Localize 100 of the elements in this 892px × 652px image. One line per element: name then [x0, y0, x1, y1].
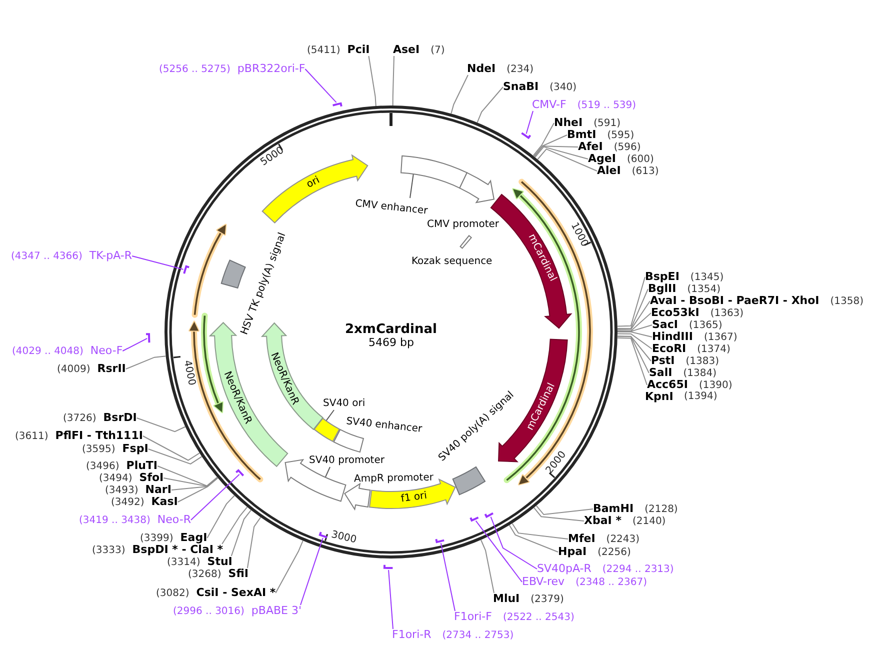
leader-line	[163, 477, 218, 487]
enzyme-name: BglII	[648, 283, 676, 295]
enzyme-name: BmtI	[567, 129, 596, 141]
leader-line	[326, 410, 334, 422]
feature-label: CMV promoter	[427, 219, 500, 231]
enzyme-name: SalI	[649, 367, 672, 379]
cut-position: (4009)	[57, 364, 90, 376]
leader-line	[230, 510, 252, 556]
leader-line	[617, 331, 652, 338]
enzyme-name: SacI	[652, 319, 678, 331]
cut-position: (1394)	[684, 391, 718, 403]
cut-position: (3611)	[15, 431, 48, 443]
enzyme-name: XbaI *	[584, 515, 622, 527]
leader-line	[440, 542, 456, 612]
leader-line	[616, 288, 648, 330]
primer-name: Neo-R	[157, 514, 191, 526]
enzyme-name: KasI	[151, 496, 178, 508]
primer-name: TK-pA-R	[89, 250, 132, 262]
enzyme-name: RsrII	[97, 363, 126, 375]
enzyme-name: MfeI	[568, 533, 596, 545]
enzyme-name: AfeI	[578, 141, 603, 153]
cut-position: (1383)	[686, 356, 720, 368]
enzyme-name: Eco53kI	[651, 307, 700, 319]
enzyme-name: BsrDI	[103, 412, 137, 424]
primer-position: (2348 .. 2367)	[576, 577, 647, 589]
enzyme-name: SfiI	[228, 568, 248, 580]
feature-label: AmpR promoter	[353, 472, 434, 486]
cut-position: (1354)	[687, 284, 720, 296]
scale-number: 3000	[330, 528, 358, 546]
leader-line	[300, 538, 324, 606]
leader-line	[490, 516, 538, 570]
cut-position: (1367)	[704, 332, 738, 344]
cut-position: (340)	[550, 82, 577, 94]
leader-line	[616, 336, 650, 374]
feature-label: ori	[305, 174, 322, 192]
feature-label: SV40 ori	[323, 398, 366, 410]
enzyme-name: StuI	[207, 556, 232, 568]
cut-position: (595)	[607, 130, 634, 142]
scale-number: 1000	[567, 220, 590, 249]
feature-label: f1 ori	[400, 490, 428, 506]
leader-line	[388, 570, 394, 630]
cut-position: (3399)	[140, 533, 174, 544]
enzyme-name: FspI	[122, 443, 148, 455]
leader-line	[222, 506, 248, 544]
leader-line	[410, 174, 414, 198]
primer-position: (2294 .. 2313)	[602, 564, 674, 576]
cut-position: (3333)	[92, 545, 126, 557]
cut-position: (2379)	[530, 594, 564, 606]
enzyme-name: CsiI - SexAI *	[196, 587, 276, 599]
leader-line	[304, 68, 337, 103]
cut-position: (1384)	[683, 368, 716, 380]
cut-position: (2140)	[632, 516, 666, 528]
enzyme-name: AvaI - BsoBI - PaeR7I - XhoI	[650, 295, 820, 307]
cut-position: (2243)	[606, 534, 640, 546]
leader-line	[190, 474, 240, 520]
leader-line	[125, 356, 166, 370]
cut-position: (3595)	[82, 444, 116, 456]
cut-position: (1358)	[830, 296, 864, 308]
enzyme-name: PciI	[347, 44, 370, 56]
leader-line	[616, 276, 646, 327]
cut-position: (2128)	[644, 504, 678, 516]
enzyme-name: NheI	[554, 117, 583, 129]
cut-position: (3492)	[111, 497, 144, 509]
scale-number: 4000	[180, 360, 197, 387]
primer-position: (5256 .. 5275)	[159, 64, 230, 76]
cut-position: (3496)	[86, 461, 120, 473]
primer-name: pBR322ori-F	[237, 63, 306, 75]
cut-position: (1365)	[688, 320, 722, 332]
enzyme-name: MluI	[493, 593, 520, 605]
enzyme-name: SnaBI	[503, 81, 539, 93]
enzyme-name: HpaI	[558, 546, 587, 558]
primer-position: (519 .. 539)	[577, 100, 636, 112]
primer-name: F1ori-F	[454, 611, 492, 623]
enzyme-name: BamHI	[593, 503, 634, 515]
leader-line	[170, 477, 218, 490]
enzyme-name: PluTI	[126, 460, 158, 472]
primer-name: EBV-rev	[522, 576, 565, 588]
leader-line	[148, 448, 202, 464]
cut-position: (1374)	[697, 344, 730, 356]
leader-line	[246, 516, 262, 568]
leader-line	[534, 146, 588, 160]
leader-line	[324, 466, 330, 478]
primer-name: CMV-F	[532, 99, 566, 111]
enzyme-name: EagI	[180, 532, 208, 544]
cut-position: (600)	[626, 154, 654, 166]
cut-position: (3082)	[156, 588, 190, 600]
leader-line	[526, 110, 534, 134]
leader-line	[533, 507, 584, 522]
enzyme-name: AgeI	[588, 153, 616, 165]
leader-line	[206, 495, 235, 538]
leader-line	[534, 146, 578, 158]
cut-position: (7)	[430, 45, 445, 57]
leader-line	[392, 56, 394, 106]
cut-position: (2256)	[598, 547, 631, 559]
enzyme-name: SfoI	[139, 472, 164, 484]
cut-position: (234)	[506, 64, 534, 76]
leader-line	[177, 478, 218, 502]
feature-label: Kozak sequence	[412, 256, 492, 268]
leader-line	[508, 524, 558, 552]
enzyme-name: AleI	[597, 165, 621, 177]
